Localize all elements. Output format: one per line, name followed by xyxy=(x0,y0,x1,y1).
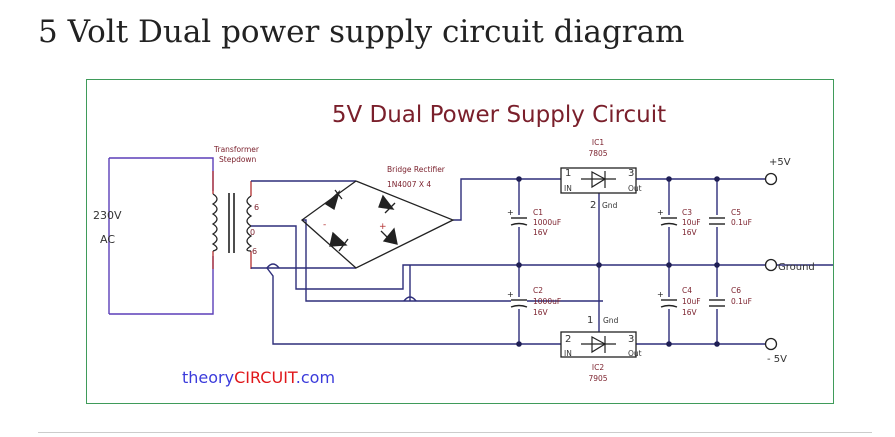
ic2-in-label: IN xyxy=(564,349,572,358)
mains-voltage-label: 230V xyxy=(93,209,122,222)
capacitor-c4: + xyxy=(657,290,678,309)
c4-voltage: 16V xyxy=(682,308,698,317)
svg-text:+: + xyxy=(507,208,514,217)
ic2-regulator xyxy=(560,331,637,358)
c3-value: 10uF xyxy=(682,218,701,227)
output-negative-label: - 5V xyxy=(767,354,787,365)
svg-text:+: + xyxy=(657,208,664,217)
page-title: 5 Volt Dual power supply circuit diagram xyxy=(38,14,685,50)
output-ground-label: Ground xyxy=(778,262,815,273)
diagram-title: 5V Dual Power Supply Circuit xyxy=(332,102,666,128)
c1-name: C1 xyxy=(533,208,543,217)
c6-value: 0.1uF xyxy=(731,297,752,306)
capacitor-c2: + xyxy=(507,290,528,309)
capacitor-c3: + xyxy=(657,208,678,227)
circuit-diagram: 5V Dual Power Supply Circuit 230V AC Tra… xyxy=(93,102,833,387)
wires xyxy=(251,178,833,345)
capacitor-c5 xyxy=(709,215,725,227)
c2-voltage: 16V xyxy=(533,308,549,317)
ic1-out-label: Out xyxy=(628,184,642,193)
rectifier-part: 1N4007 X 4 xyxy=(387,180,431,189)
ic1-pin-gnd: 2 xyxy=(590,200,596,211)
c5-value: 0.1uF xyxy=(731,218,752,227)
junction-dots xyxy=(516,176,720,347)
ground-terminal-icon xyxy=(764,258,778,272)
ic1-pin-out: 3 xyxy=(628,168,634,179)
ic2-out-label: Out xyxy=(628,349,642,358)
ic1-gnd-label: Gnd xyxy=(602,201,618,210)
capacitor-c1: + xyxy=(507,208,528,227)
mains-type-label: AC xyxy=(100,233,115,246)
section-divider xyxy=(38,432,872,433)
bridge-rectifier-symbol xyxy=(300,180,455,269)
mains-wiring xyxy=(108,157,214,315)
ic1-part: 7805 xyxy=(588,149,607,158)
c1-value: 1000uF xyxy=(533,218,561,227)
watermark: theoryCIRCUIT.com xyxy=(182,368,335,387)
svg-text:+: + xyxy=(657,290,664,299)
c3-voltage: 16V xyxy=(682,228,698,237)
c4-value: 10uF xyxy=(682,297,701,306)
rectifier-minus: - xyxy=(323,220,326,230)
transformer-label-line2: Stepdown xyxy=(219,155,257,164)
c1-voltage: 16V xyxy=(533,228,549,237)
rectifier-label: Bridge Rectifier xyxy=(387,165,446,174)
ic2-pin-in: 2 xyxy=(565,334,571,345)
transformer-tap-center: 0 xyxy=(250,228,255,237)
c2-value: 1000uF xyxy=(533,297,561,306)
output-positive-label: +5V xyxy=(769,157,791,168)
ic2-pin-out: 3 xyxy=(628,334,634,345)
ic2-part: 7905 xyxy=(588,374,607,383)
ic1-in-label: IN xyxy=(564,184,572,193)
transformer-tap-bottom: 6 xyxy=(252,247,257,256)
ic2-pin-gnd: 1 xyxy=(587,315,593,326)
capacitor-c6 xyxy=(709,297,725,309)
c5-name: C5 xyxy=(731,208,741,217)
ic1-regulator xyxy=(560,167,637,194)
svg-text:+: + xyxy=(507,290,514,299)
negative-terminal-icon xyxy=(764,337,778,351)
c6-name: C6 xyxy=(731,286,741,295)
transformer-label-line1: Transformer xyxy=(213,145,260,154)
c3-name: C3 xyxy=(682,208,692,217)
circuit-diagram-frame: 5V Dual Power Supply Circuit 230V AC Tra… xyxy=(86,79,834,404)
c2-name: C2 xyxy=(533,286,543,295)
transformer-tap-top: 6 xyxy=(254,203,259,212)
rectifier-plus: + xyxy=(379,222,387,232)
output-terminals xyxy=(764,172,778,351)
positive-terminal-icon xyxy=(764,172,778,186)
ic1-pin-in: 1 xyxy=(565,168,571,179)
ic2-name: IC2 xyxy=(592,363,604,372)
c4-name: C4 xyxy=(682,286,692,295)
transformer-symbol xyxy=(211,171,253,269)
ic2-gnd-label: Gnd xyxy=(603,316,619,325)
ic1-name: IC1 xyxy=(592,138,604,147)
